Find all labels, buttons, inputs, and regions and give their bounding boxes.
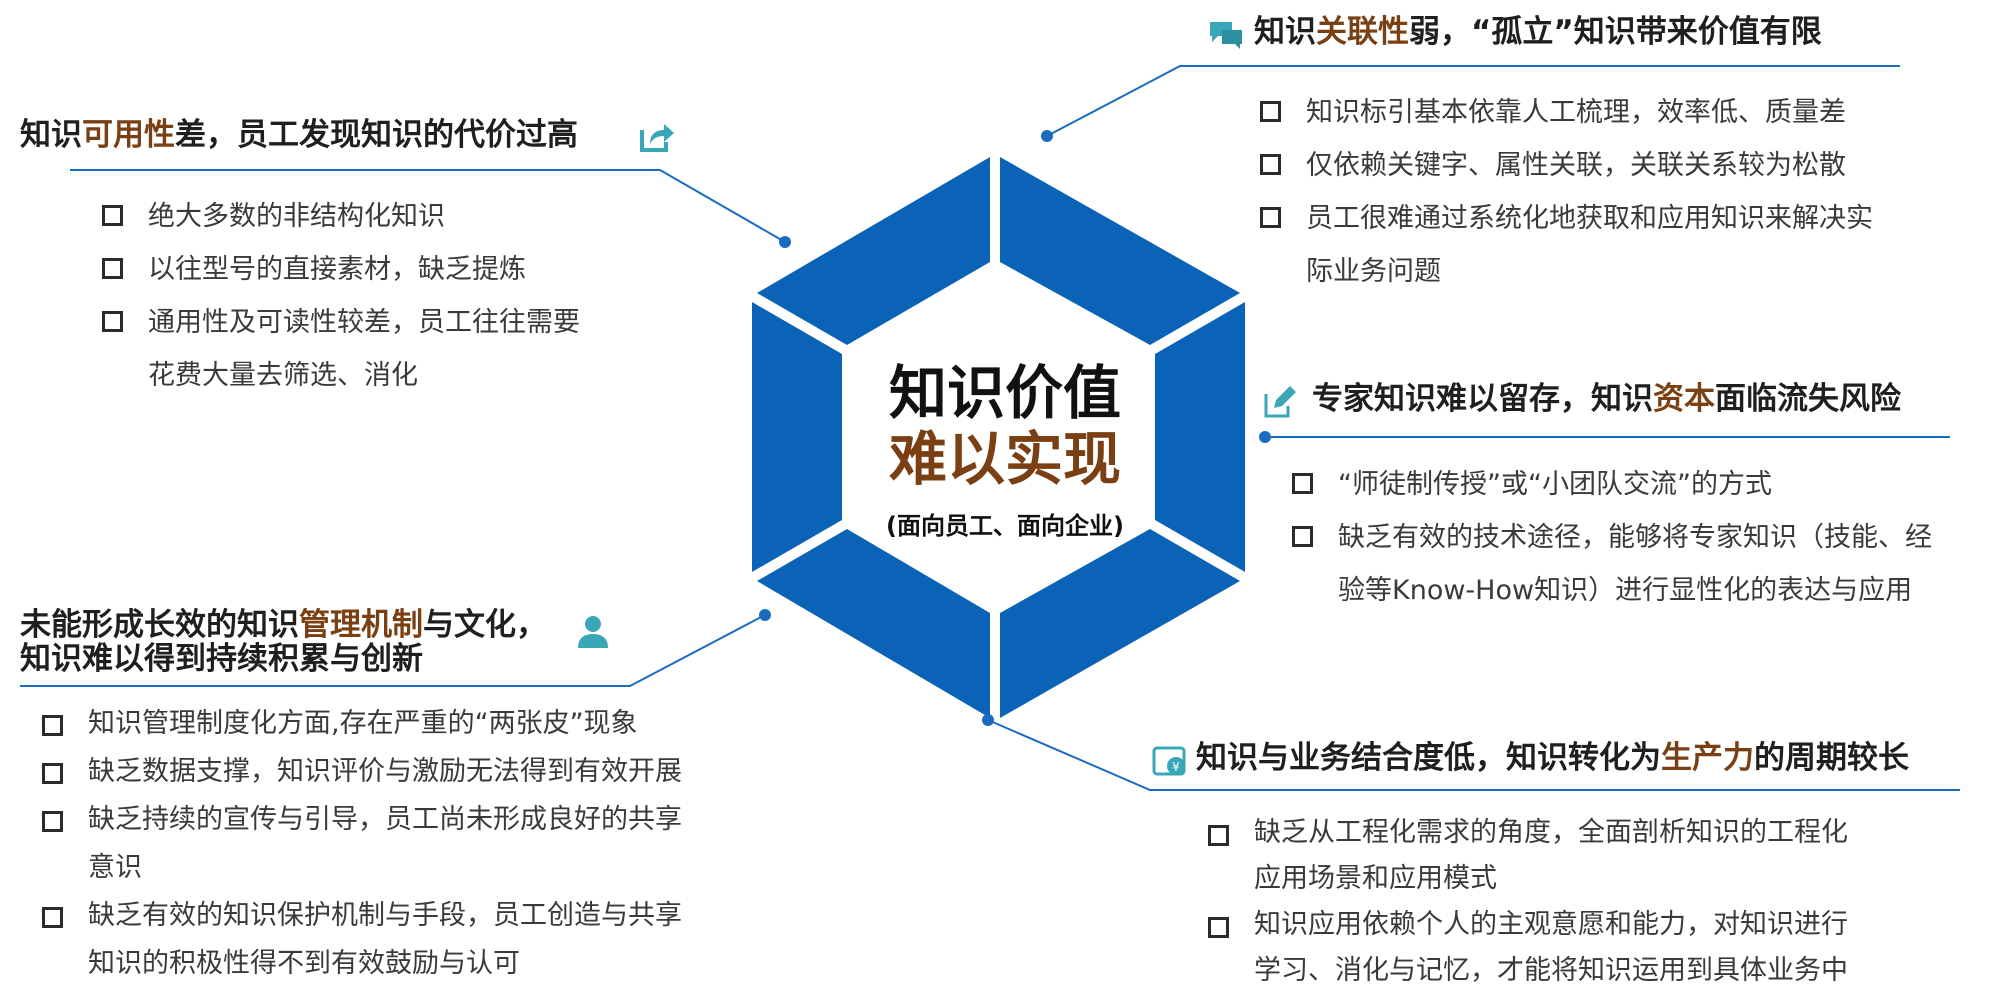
list-item: 知识管理制度化方面,存在严重的“两张皮”现象 (40, 700, 682, 748)
list-item: 以往型号的直接素材，缺乏提炼 (100, 243, 580, 296)
hex-segment-top-right (1000, 157, 1240, 345)
block-tl-list: 绝大多数的非结构化知识 以往型号的直接素材，缺乏提炼 通用性及可读性较差，员工往… (100, 190, 580, 402)
checkbox-square-icon (1260, 154, 1281, 175)
list-item: 知识标引基本依靠人工梳理，效率低、质量差 (1258, 86, 1873, 139)
checkbox-square-icon (1208, 917, 1229, 938)
checkbox-square-icon (1260, 101, 1281, 122)
checkbox-square-icon (102, 258, 123, 279)
hexagon (752, 157, 1245, 718)
block-mr-list: “师徒制传授”或“小团队交流”的方式 缺乏有效的技术途径，能够将专家知识（技能、… (1290, 458, 1932, 617)
connector-br (987, 719, 1960, 791)
hex-segment-bottom-right (1000, 529, 1240, 718)
list-item: 绝大多数的非结构化知识 (100, 190, 580, 243)
hex-segment-right (1155, 302, 1245, 572)
block-tl-title-highlight: 可用性 (82, 117, 175, 153)
block-bl-title-pre: 未能形成长效的知识 (20, 607, 299, 643)
chat-icon (1210, 22, 1242, 49)
block-bl-list: 知识管理制度化方面,存在严重的“两张皮”现象 缺乏数据支撑，知识评价与激励无法得… (40, 700, 682, 988)
list-item: 缺乏有效的技术途径，能够将专家知识（技能、经验等Know-How知识）进行显性化… (1290, 511, 1932, 617)
block-br-title-post: 的周期较长 (1754, 740, 1909, 776)
checkbox-square-icon (1292, 473, 1313, 494)
center-title: 知识价值 难以实现 (面向员工、面向企业) (800, 360, 1210, 541)
block-tr-title-post: 弱，“孤立”知识带来价值有限 (1409, 14, 1822, 50)
list-item: “师徒制传授”或“小团队交流”的方式 (1290, 458, 1932, 511)
list-item: 缺乏数据支撑，知识评价与激励无法得到有效开展 (40, 748, 682, 796)
checkbox-square-icon (1208, 825, 1229, 846)
checkbox-square-icon (102, 311, 123, 332)
block-tl-title-post: 差，员工发现知识的代价过高 (175, 117, 578, 153)
block-tr-list: 知识标引基本依靠人工梳理，效率低、质量差 仅依赖关键字、属性关联，关联关系较为松… (1258, 86, 1873, 298)
list-item: 缺乏有效的知识保护机制与手段，员工创造与共享知识的积极性得不到有效鼓励与认可 (40, 892, 682, 988)
list-item: 缺乏持续的宣传与引导，员工尚未形成良好的共享意识 (40, 796, 682, 892)
connectors (20, 65, 1960, 791)
list-item: 员工很难通过系统化地获取和应用知识来解决实际业务问题 (1258, 192, 1873, 298)
list-item: 缺乏从工程化需求的角度，全面剖析知识的工程化应用场景和应用模式 (1206, 810, 1848, 902)
connector-bl (20, 614, 766, 687)
edit-icon (1264, 386, 1296, 418)
list-item: 仅依赖关键字、属性关联，关联关系较为松散 (1258, 139, 1873, 192)
block-tr-title-pre: 知识 (1254, 14, 1316, 50)
center-title-line2: 难以实现 (888, 425, 1121, 493)
center-subtitle: (面向员工、面向企业) (886, 512, 1124, 540)
checkbox-square-icon (42, 811, 63, 832)
block-mr-title-highlight: 资本 (1653, 381, 1715, 417)
dot-tl (779, 236, 791, 248)
block-mr-title-pre: 专家知识难以留存，知识 (1312, 381, 1653, 417)
checkbox-square-icon (42, 715, 63, 736)
block-bl-title-line2: 知识难以得到持续积累与创新 (20, 641, 423, 677)
checkbox-square-icon (1260, 207, 1281, 228)
block-tl-title: 知识可用性差，员工发现知识的代价过高 (20, 118, 578, 152)
center-title-line1: 知识价值 (888, 359, 1121, 427)
block-bl-title-highlight: 管理机制 (299, 607, 423, 643)
block-br-title: 知识与业务结合度低，知识转化为生产力的周期较长 (1196, 741, 1909, 775)
hex-segment-bottom-left (757, 529, 990, 718)
checkbox-square-icon (1292, 526, 1313, 547)
block-br-list: 缺乏从工程化需求的角度，全面剖析知识的工程化应用场景和应用模式 知识应用依赖个人… (1206, 810, 1848, 994)
dot-bl (759, 609, 771, 621)
checkbox-square-icon (42, 763, 63, 784)
block-mr-title-post: 面临流失风险 (1715, 381, 1901, 417)
connector-tl (70, 169, 786, 243)
block-tr-title-highlight: 关联性 (1316, 14, 1409, 50)
block-bl-title-post: 与文化， (423, 607, 547, 643)
hex-segment-top-left (757, 157, 990, 345)
block-bl-title: 未能形成长效的知识管理机制与文化， 知识难以得到持续积累与创新 (20, 608, 547, 676)
block-tr-title: 知识关联性弱，“孤立”知识带来价值有限 (1254, 15, 1822, 49)
connector-dots (759, 130, 1271, 726)
dot-br (982, 714, 994, 726)
user-icon (578, 616, 608, 648)
block-tl-title-pre: 知识 (20, 117, 82, 153)
checkbox-square-icon (102, 205, 123, 226)
list-item: 知识应用依赖个人的主观意愿和能力，对知识进行学习、消化与记忆，才能将知识运用到具… (1206, 902, 1848, 994)
connector-tr (1046, 65, 1900, 137)
share-icon (640, 124, 674, 152)
svg-text:¥: ¥ (1172, 760, 1180, 774)
dot-mr (1259, 431, 1271, 443)
checkbox-square-icon (42, 907, 63, 928)
list-item: 通用性及可读性较差，员工往往需要花费大量去筛选、消化 (100, 296, 580, 402)
block-br-title-pre: 知识与业务结合度低，知识转化为 (1196, 740, 1661, 776)
money-icon: ¥ (1152, 746, 1186, 776)
hex-segment-left (752, 302, 842, 572)
block-br-title-highlight: 生产力 (1661, 740, 1754, 776)
block-mr-title: 专家知识难以留存，知识资本面临流失风险 (1312, 382, 1901, 416)
dot-tr (1041, 130, 1053, 142)
